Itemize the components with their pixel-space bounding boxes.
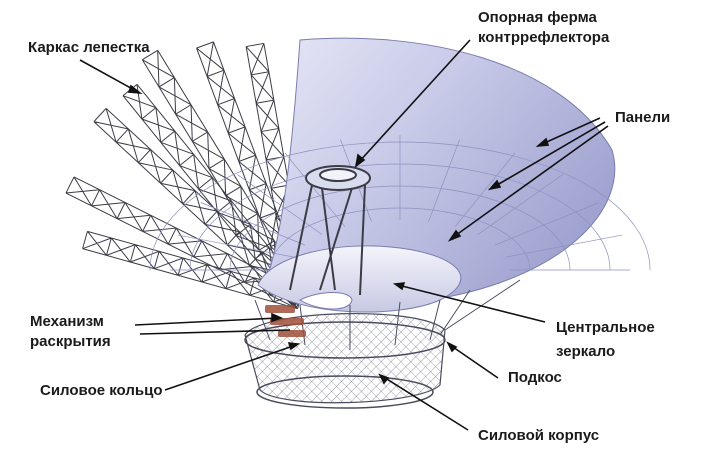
leader-lines — [79, 39, 609, 431]
label-central-mirror-line1: Центральное — [556, 319, 655, 336]
label-subreflector-truss-line1: Опорная ферма — [478, 9, 597, 26]
label-power-ring: Силовое кольцо — [40, 382, 163, 399]
reflector-panels — [149, 37, 651, 303]
label-deploy-mechanism-line2: раскрытия — [30, 333, 111, 350]
central-mirror — [257, 245, 462, 313]
label-deploy-mechanism-line1: Механизм — [30, 313, 104, 330]
label-central-mirror-line2: зеркало — [556, 343, 616, 360]
label-deploy-mechanism: Механизм раскрытия — [30, 312, 111, 352]
subreflector-truss — [289, 165, 371, 296]
label-panels: Панели — [615, 109, 671, 126]
label-petal-frame: Каркас лепестка — [28, 39, 150, 56]
deployment-mechanism — [265, 305, 306, 337]
label-subreflector-truss: Опорная ферма контррефлектора — [478, 8, 609, 48]
label-strut: Подкос — [508, 369, 562, 386]
label-power-body: Силовой корпус — [478, 427, 600, 444]
label-subreflector-truss-line2: контррефлектора — [478, 29, 610, 46]
label-central-mirror: Центральное зеркало — [556, 318, 655, 362]
